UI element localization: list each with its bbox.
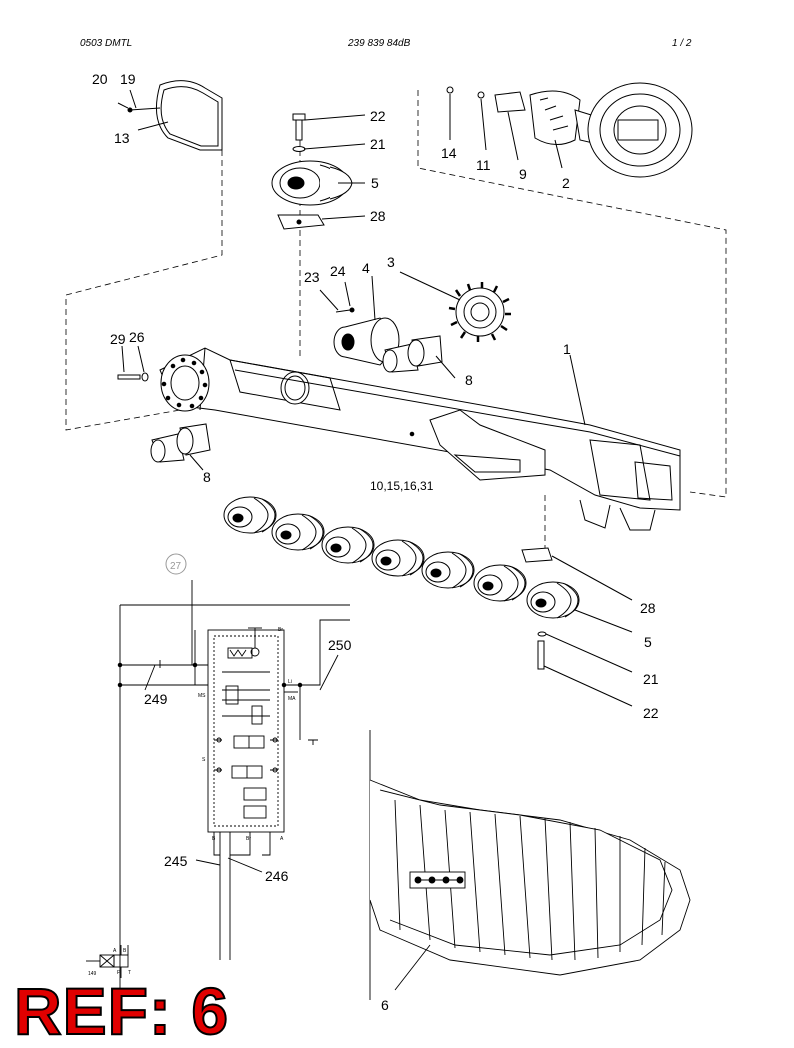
callout-4: 4: [362, 260, 370, 276]
track-chain-6: [369, 730, 691, 1000]
port-br-bottom: Br: [246, 836, 251, 842]
callout-22-top: 22: [370, 108, 386, 124]
track-frame-1: [159, 347, 681, 531]
bolt-29-washer-26: [117, 345, 149, 382]
callout-11: 11: [476, 157, 491, 173]
header-right: 1 / 2: [672, 38, 692, 49]
valve-149: 149: [88, 971, 97, 977]
callout-246: 246: [265, 868, 289, 884]
callout-29: 29: [110, 331, 126, 347]
hydraulic-port-labels: Br MS MA Li S B Br A P T B A 149: [88, 627, 296, 977]
port-br-top: Br: [278, 627, 283, 633]
hydraulic-schematic: [86, 580, 350, 1000]
callout-14: 14: [441, 145, 457, 161]
callout-20: 20: [92, 71, 108, 87]
header-center: 239 839 84dB: [348, 38, 411, 49]
callout-21-bottom: 21: [643, 671, 659, 687]
header-left: 0503 DMTL: [80, 38, 133, 49]
callout-labels: 20 19 13 22 21 5 28 14 11 9 2 23 24 4 3 …: [92, 71, 659, 1013]
callout-3: 3: [387, 254, 395, 270]
callout-5-top: 5: [371, 175, 379, 191]
port-a: A: [280, 836, 284, 842]
callout-26: 26: [129, 329, 145, 345]
callout-23: 23: [304, 269, 320, 285]
callout-5-bottom: 5: [644, 634, 652, 650]
callout-27: 27: [170, 561, 182, 572]
port-ms: MS: [198, 693, 206, 699]
callout-28-top: 28: [370, 208, 386, 224]
callout-8-upper: 8: [465, 372, 473, 388]
callout-10-15-16-31: 10,15,16,31: [370, 479, 434, 493]
ref-label: REF: 6: [13, 974, 230, 1048]
idler-assembly: [446, 82, 693, 178]
callout-22-bottom: 22: [643, 705, 659, 721]
port-p: P: [117, 970, 121, 976]
callout-24: 24: [330, 263, 346, 279]
port-b2: B: [123, 948, 127, 954]
port-a2: A: [113, 948, 117, 954]
callout-6: 6: [381, 997, 389, 1013]
callout-9: 9: [519, 166, 527, 182]
callout-249: 249: [144, 691, 168, 707]
callout-21-top: 21: [370, 136, 386, 152]
callout-19: 19: [120, 71, 136, 87]
cover-plate-13: [117, 80, 223, 151]
bottom-rollers-5: [223, 496, 633, 707]
callout-250: 250: [328, 637, 352, 653]
callout-1: 1: [563, 341, 571, 357]
port-b: B: [212, 836, 216, 842]
callout-8-lower: 8: [203, 469, 211, 485]
bushings-8-lower: [150, 423, 211, 471]
port-s: S: [202, 757, 206, 763]
port-ma: MA: [288, 696, 296, 702]
bushings-8-upper: [382, 335, 456, 379]
callout-28-bottom: 28: [640, 600, 656, 616]
callout-13: 13: [114, 130, 130, 146]
port-t: T: [128, 970, 131, 976]
port-lg: Li: [288, 679, 292, 685]
drive-sprocket-assembly: [319, 271, 511, 366]
top-roller-assembly: [271, 113, 366, 230]
callout-circle-27: [165, 553, 187, 575]
callout-245: 245: [164, 853, 188, 869]
callout-2: 2: [562, 175, 570, 191]
